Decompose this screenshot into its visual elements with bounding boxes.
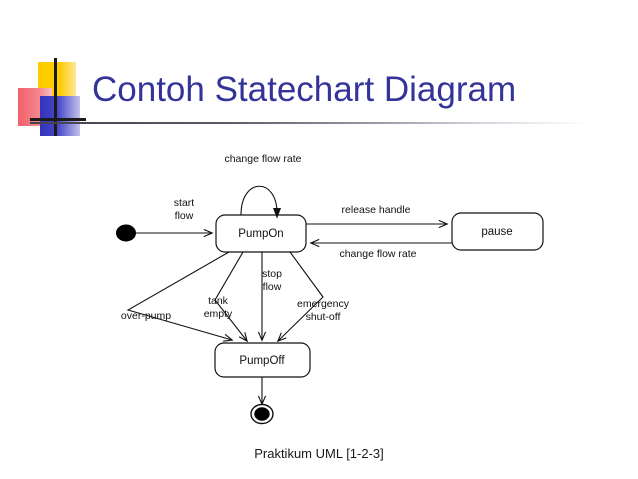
decorative-logo [18, 58, 90, 136]
transition-label-emergency-line2: shut-off [306, 311, 341, 323]
transition-label-stop-flow-line2: flow [263, 281, 282, 293]
statechart-diagram: start flow PumpOn change flow rate relea… [0, 140, 638, 440]
transition-label-start-flow-line1: start [174, 197, 195, 209]
logo-horizontal-line [30, 118, 86, 121]
logo-vertical-line [54, 58, 57, 136]
final-state-marker [254, 407, 270, 421]
state-pumpon-label: PumpOn [238, 228, 283, 240]
statechart-canvas: start flow PumpOn change flow rate relea… [116, 153, 544, 425]
transition-tank-empty [214, 251, 248, 343]
page-title: Contoh Statechart Diagram [92, 70, 517, 109]
transition-label-over-pump: over-pump [121, 310, 171, 322]
transition-over-pump [126, 251, 234, 342]
transition-label-tank-empty-line1: tank [208, 295, 229, 307]
slide-caption: Praktikum UML [1-2-3] [254, 446, 384, 461]
initial-state-marker [116, 224, 136, 242]
transition-label-tank-empty-line2: empty [204, 308, 233, 320]
transition-emergency-shutoff [276, 251, 324, 343]
state-pumpon[interactable] [215, 214, 307, 253]
state-pause-label: pause [481, 226, 512, 238]
transition-label-change-flow-rate-self: change flow rate [224, 153, 301, 165]
title-divider [30, 122, 590, 124]
state-pumpoff-label: PumpOff [239, 355, 285, 367]
transition-label-start-flow-line2: flow [175, 210, 194, 222]
state-pause[interactable] [451, 212, 544, 251]
transition-label-stop-flow-line1: stop [262, 268, 282, 280]
transition-pumpon-self-loop [240, 185, 277, 215]
slide-header: Contoh Statechart Diagram [0, 0, 638, 140]
logo-blue-square [40, 96, 80, 136]
transition-label-release-handle: release handle [342, 204, 411, 216]
transition-label-change-flow-rate-return: change flow rate [339, 248, 416, 260]
transition-label-emergency-line1: emergency [297, 298, 350, 310]
